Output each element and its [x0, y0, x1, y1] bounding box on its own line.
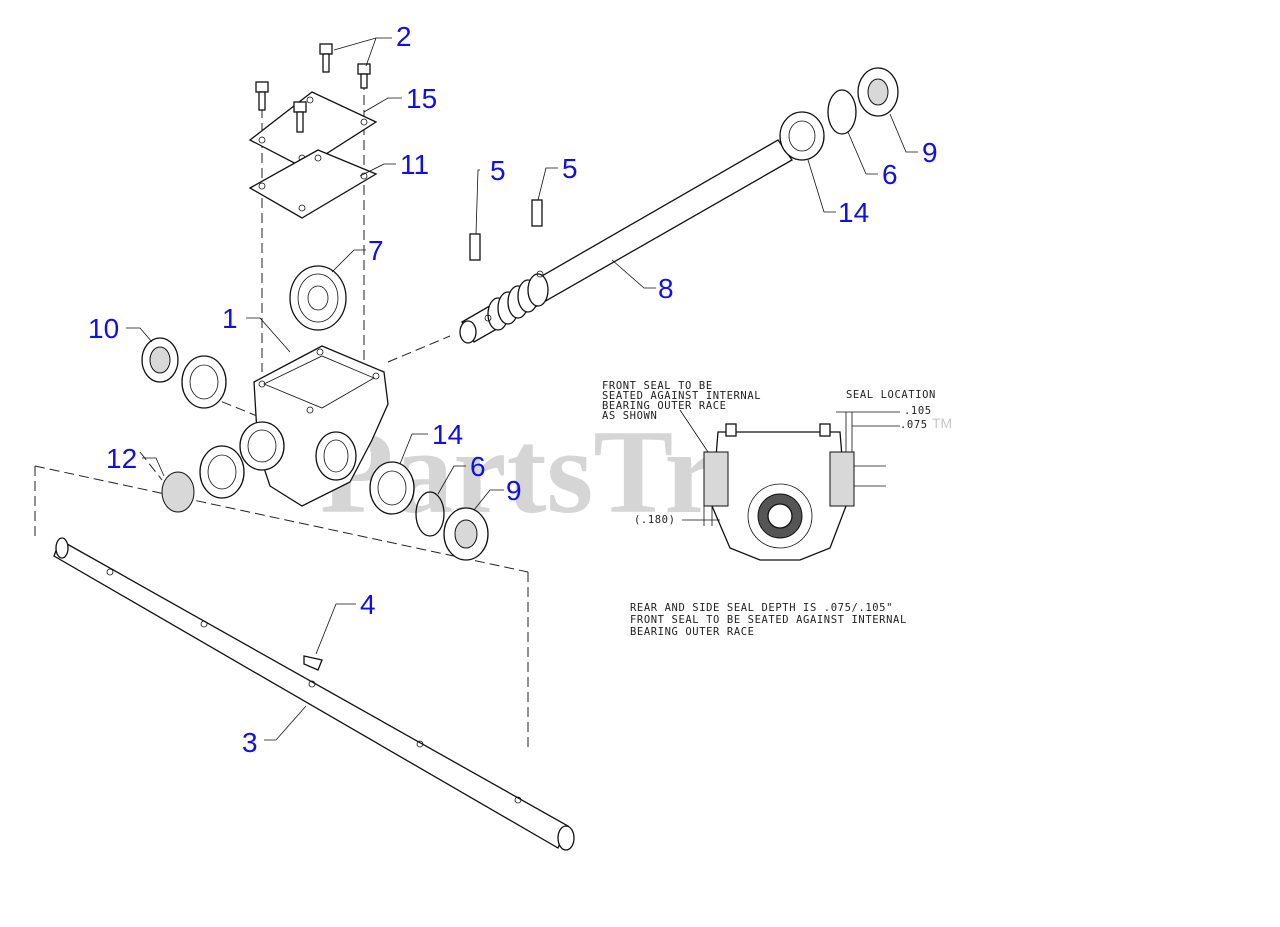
- bearing-14-lower: [369, 461, 415, 515]
- callout-14-upper: 14: [838, 197, 869, 228]
- svg-text:SEATED AGAINST INTERNAL: SEATED AGAINST INTERNAL: [602, 390, 761, 402]
- bearing-left-lower: [199, 445, 245, 499]
- roll-pins-5: [469, 199, 543, 261]
- svg-text:.075: .075: [900, 419, 928, 431]
- leader-lines: [126, 37, 918, 741]
- svg-text:FRONT SEAL TO BE SEATED AGAINS: FRONT SEAL TO BE SEATED AGAINST INTERNAL: [630, 614, 907, 626]
- svg-text:(.180): (.180): [634, 514, 676, 526]
- callout-7: 7: [368, 235, 384, 266]
- gasket-11: [248, 149, 378, 219]
- callout-9-upper: 9: [922, 137, 938, 168]
- callout-12: 12: [106, 443, 137, 474]
- callout-6-upper: 6: [882, 159, 898, 190]
- snap-ring-6-upper: [827, 89, 857, 135]
- plug-12: [161, 471, 195, 513]
- svg-text:AS SHOWN: AS SHOWN: [602, 410, 657, 422]
- callout-8: 8: [658, 273, 674, 304]
- callout-2: 2: [396, 21, 412, 52]
- bearing-left-upper: [181, 355, 227, 409]
- footnote: REAR AND SIDE SEAL DEPTH IS .075/.105" F…: [630, 602, 907, 638]
- callout-14-lower: 14: [432, 419, 463, 450]
- bolts-2: [255, 43, 371, 133]
- bearing-14-upper: [779, 111, 825, 161]
- detail-notes: FRONT SEAL TO BE SEATED AGAINST INTERNAL…: [602, 380, 936, 526]
- callout-5-left: 5: [490, 155, 506, 186]
- svg-text:BEARING OUTER RACE: BEARING OUTER RACE: [630, 626, 755, 638]
- bearing-7: [289, 265, 347, 331]
- watermark-tm: TM: [932, 415, 952, 431]
- callout-11: 11: [400, 149, 429, 180]
- main-shaft-3: [53, 537, 575, 851]
- callout-3: 3: [242, 727, 258, 758]
- seal-10: [141, 337, 179, 383]
- worm-shaft-8: [459, 139, 793, 344]
- callout-4: 4: [360, 589, 376, 620]
- svg-text:BEARING OUTER RACE: BEARING OUTER RACE: [602, 400, 727, 412]
- callout-10: 10: [88, 313, 119, 344]
- callout-9-lower: 9: [506, 475, 522, 506]
- callout-6-lower: 6: [470, 451, 486, 482]
- svg-text:.105: .105: [904, 405, 932, 417]
- seal-9-lower: [443, 507, 489, 561]
- callout-1: 1: [222, 303, 238, 334]
- svg-text:SEAL LOCATION: SEAL LOCATION: [846, 389, 936, 401]
- callouts: 2 15 11 7 1 10 12 5 5 8 14 6 9 14 6 9 4 …: [88, 21, 938, 758]
- snap-ring-6-lower: [415, 491, 445, 537]
- svg-text:REAR AND SIDE SEAL DEPTH IS .0: REAR AND SIDE SEAL DEPTH IS .075/.105": [630, 602, 893, 614]
- callout-15: 15: [406, 83, 437, 114]
- worm-gear-threads: [487, 273, 549, 331]
- gearbox-housing-1: [239, 345, 389, 507]
- svg-text:FRONT SEAL TO BE: FRONT SEAL TO BE: [602, 380, 713, 392]
- seal-9-upper: [857, 67, 899, 117]
- key-4: [303, 655, 323, 671]
- seal-location-detail: [679, 409, 900, 561]
- callout-5-right: 5: [562, 153, 578, 184]
